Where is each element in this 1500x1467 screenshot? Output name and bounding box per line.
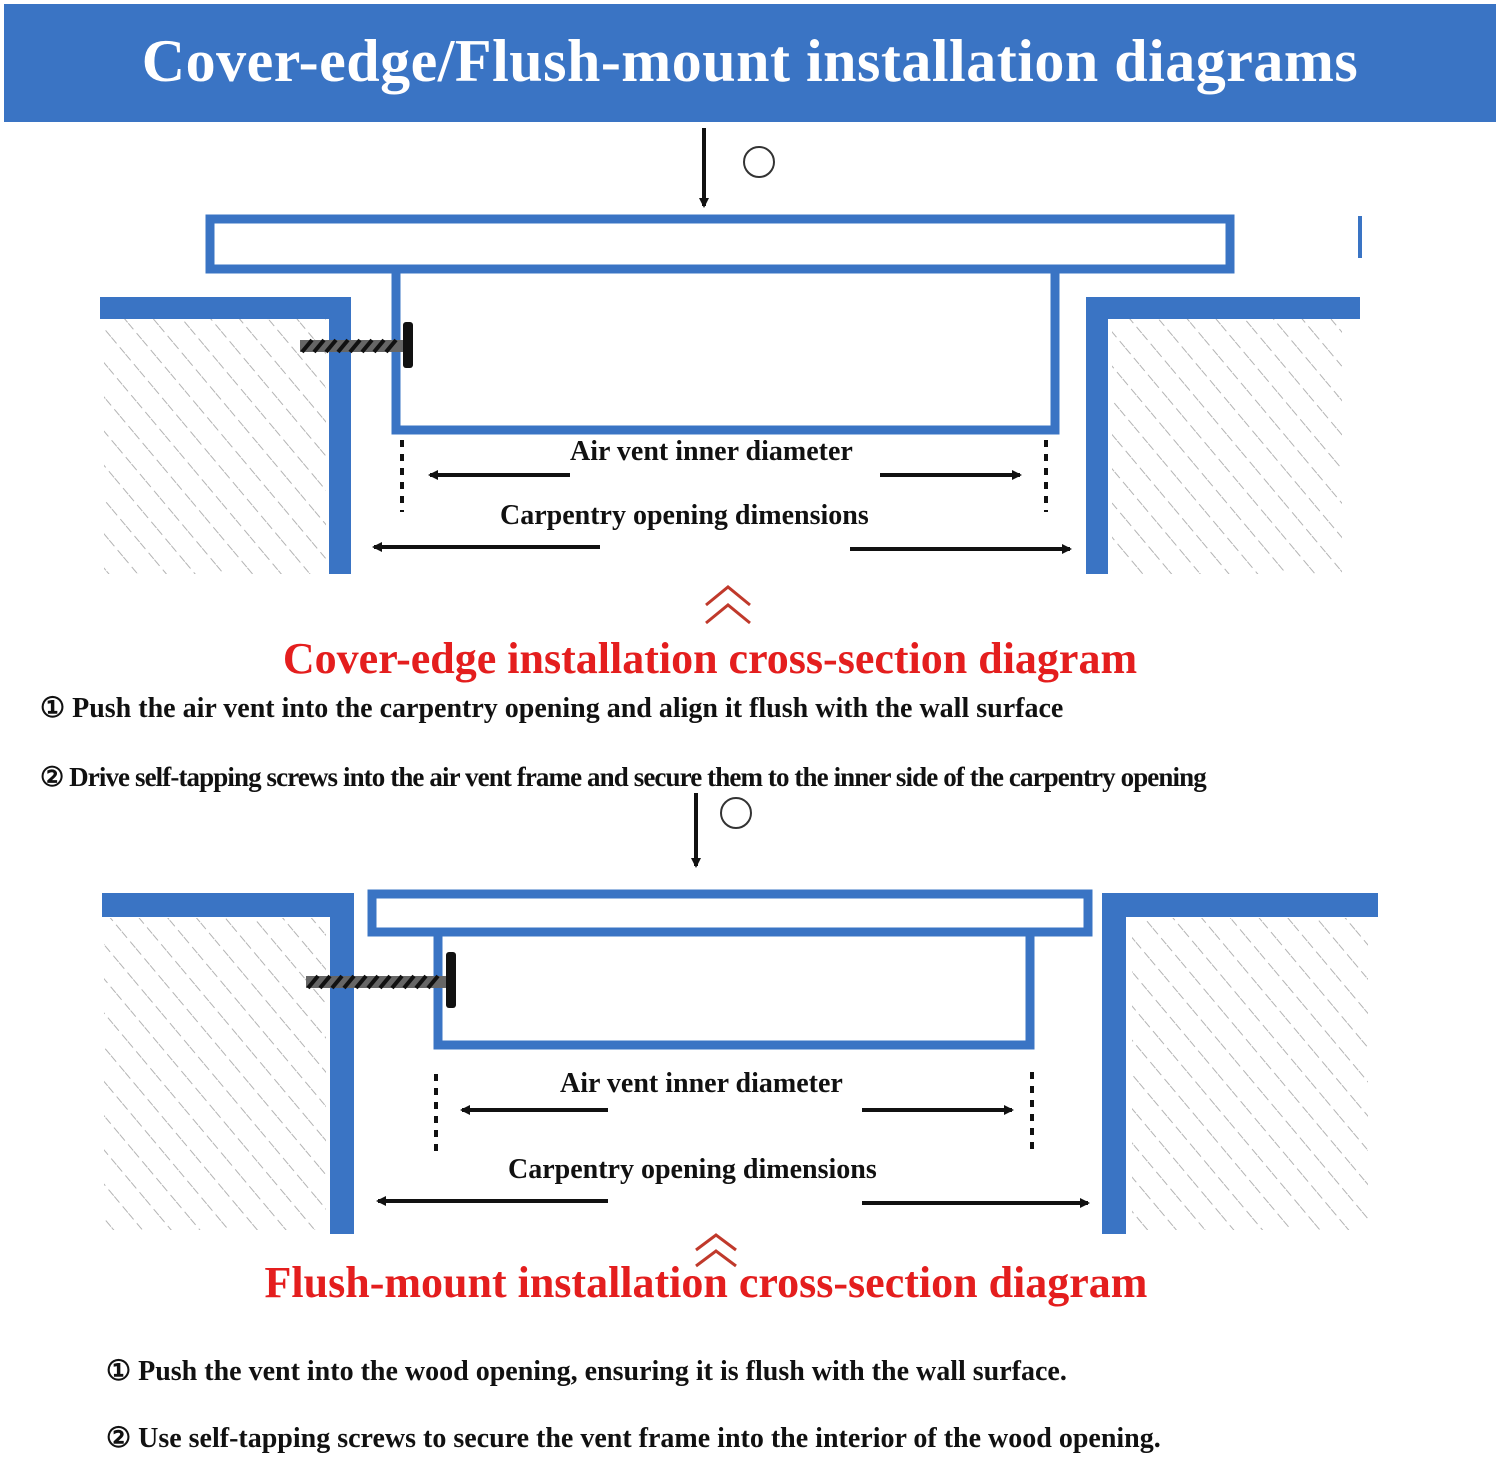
left-wall-edge: [100, 297, 351, 574]
opening-dimensions-label: Carpentry opening dimensions: [508, 1154, 877, 1185]
screw-icon: [300, 322, 413, 368]
left-wall-hatch: [104, 918, 326, 1230]
vent-body: [391, 269, 1060, 435]
right-wall-edge: [1102, 893, 1378, 1234]
cover-edge-diagram: [100, 128, 1362, 574]
chevron-up-icon: [695, 1233, 737, 1268]
cover-edge-step-2: ② Drive self-tapping screws into the air…: [40, 762, 1207, 792]
right-wall-hatch: [1132, 918, 1368, 1230]
title-banner: Cover-edge/Flush-mount installation diag…: [4, 4, 1496, 122]
inner-diameter-label: Air vent inner diameter: [570, 436, 853, 467]
chevron-up-icon: [705, 585, 751, 625]
flush-mount-diagram: [102, 793, 1378, 1234]
flush-mount-caption: Flush-mount installation cross-section d…: [264, 1258, 1148, 1307]
right-wall-edge: [1086, 297, 1360, 574]
cover-edge-caption: Cover-edge installation cross-section di…: [282, 634, 1138, 683]
page-title: Cover-edge/Flush-mount installation diag…: [141, 28, 1359, 94]
flush-mount-step-1: ① Push the vent into the wood opening, e…: [106, 1356, 1067, 1387]
vent-flange: [367, 889, 1093, 937]
step-circle: [743, 146, 775, 178]
cover-edge-step-1: ① Push the air vent into the carpentry o…: [40, 693, 1064, 724]
right-wall-hatch: [1112, 318, 1342, 574]
inner-diameter-label: Air vent inner diameter: [560, 1068, 843, 1099]
step-circle: [720, 797, 752, 829]
left-wall-hatch: [104, 318, 326, 574]
screw-icon: [306, 952, 456, 1008]
opening-dimensions-label: Carpentry opening dimensions: [500, 500, 869, 531]
vent-flange: [205, 214, 1235, 274]
left-wall-edge: [102, 893, 354, 1234]
flush-mount-step-2: ② Use self-tapping screws to secure the …: [106, 1423, 1161, 1454]
vent-body: [433, 932, 1035, 1050]
